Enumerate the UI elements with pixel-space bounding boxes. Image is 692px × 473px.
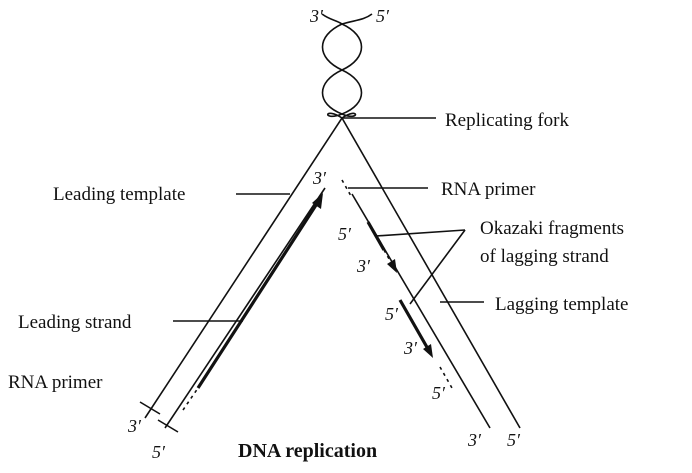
leader-lines — [173, 117, 484, 322]
label-lagging-template: Lagging template — [495, 294, 628, 315]
diagram-caption: DNA replication — [238, 440, 377, 462]
rna-primer-top-mark — [341, 179, 352, 197]
okazaki-arrow-1 — [387, 259, 397, 273]
end-frag3-5: 5′ — [432, 383, 446, 403]
end-bottom-3: 3′ — [467, 430, 482, 450]
end-frag2-3: 3′ — [403, 338, 418, 358]
okazaki-arrow-2 — [423, 344, 433, 358]
label-okazaki-line1: Okazaki fragments — [480, 218, 624, 239]
double-helix — [321, 13, 373, 119]
leading-arrow-head — [312, 193, 323, 209]
lagging-template-strand — [341, 117, 521, 429]
end-bottom-5: 5′ — [507, 430, 521, 450]
end-left-5: 5′ — [152, 442, 166, 462]
okazaki-fragment-2 — [398, 299, 430, 350]
lagging-strand-fragments — [341, 179, 453, 389]
end-frag1-5: 5′ — [338, 224, 352, 244]
end-top-5: 5′ — [376, 6, 390, 26]
label-leading-strand: Leading strand — [18, 312, 132, 333]
end-top-3: 3′ — [309, 6, 324, 26]
end-inner-3: 3′ — [312, 168, 327, 188]
end-frag2-5: 5′ — [385, 304, 399, 324]
leading-strand-new — [139, 193, 323, 433]
label-rna-primer-right: RNA primer — [441, 179, 536, 200]
label-rna-primer-left: RNA primer — [8, 372, 103, 393]
end-left-3: 3′ — [127, 416, 142, 436]
label-leading-template: Leading template — [53, 184, 185, 205]
leading-strand-outer — [164, 187, 326, 429]
label-replicating-fork: Replicating fork — [445, 110, 569, 131]
end-frag1-3: 3′ — [356, 256, 371, 276]
leading-template-strand — [144, 117, 343, 419]
label-okazaki-line2: of lagging strand — [480, 246, 609, 267]
